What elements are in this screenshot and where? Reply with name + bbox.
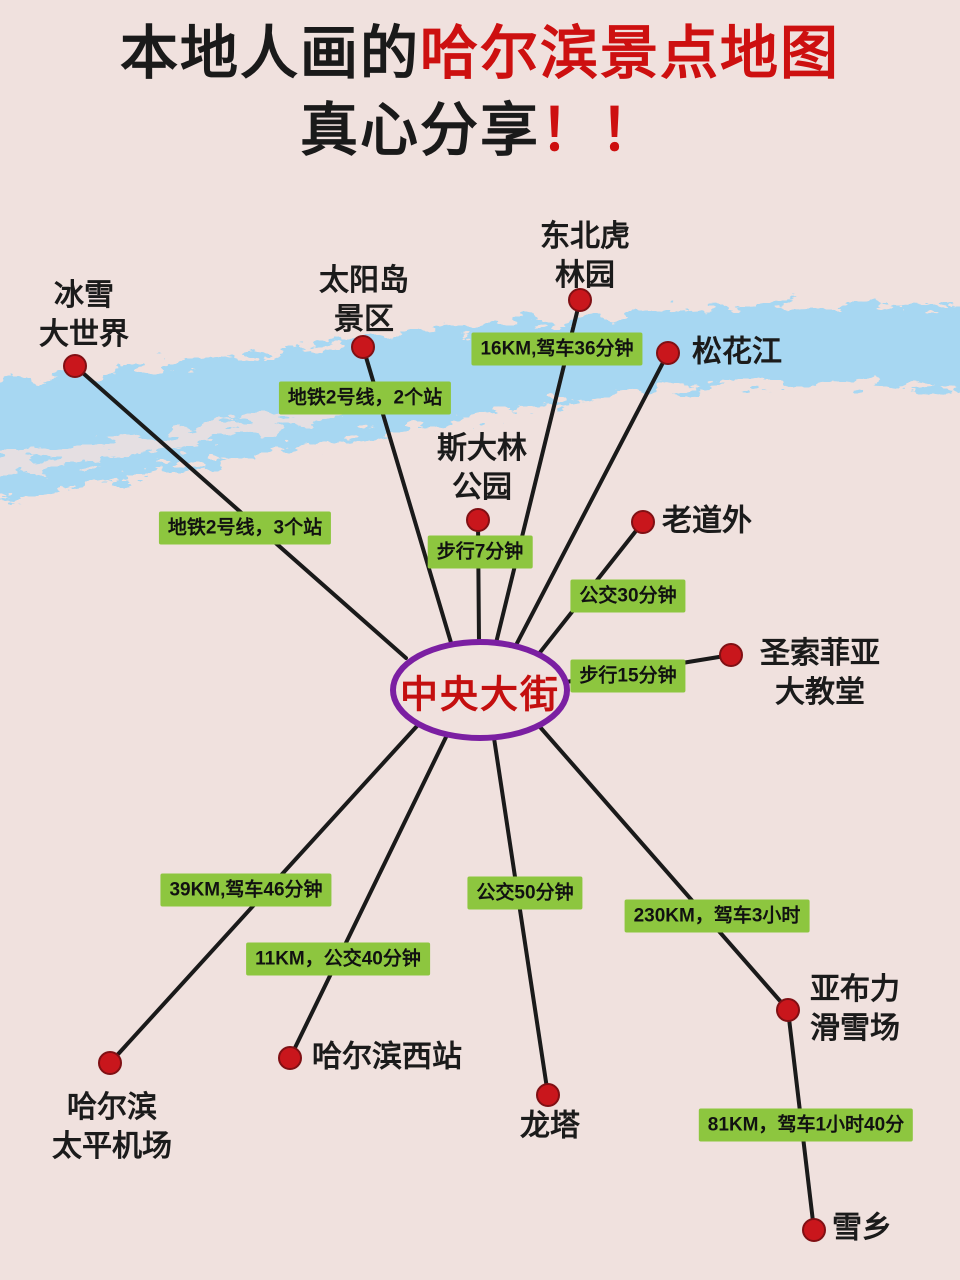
node-label-tiger-park: 东北虎 林园 [540, 220, 630, 292]
route-badge-drive-16km: 16KM,驾车36分钟 [471, 332, 643, 366]
node-label-laodaowai: 老道外 [662, 504, 752, 538]
node-label-harbin-west-station: 哈尔滨西站 [312, 1040, 462, 1074]
route-line-dragon-tower [492, 736, 550, 1097]
node-label-yabuli-ski-resort: 亚布力 滑雪场 [810, 973, 900, 1045]
node-label-ice-snow-world: 冰雪 大世界 [39, 279, 129, 351]
node-label-stalin-park: 斯大林 公园 [437, 432, 527, 504]
node-label-dragon-tower: 龙塔 [520, 1109, 580, 1143]
title-line2-red: ！！ [540, 97, 661, 163]
node-label-taiping-airport: 哈尔滨 太平机场 [52, 1091, 172, 1163]
node-dot-songhua-river [656, 341, 680, 365]
river-band [0, 305, 960, 501]
river-shape [0, 305, 960, 501]
route-line-songhua-river [512, 351, 670, 651]
node-dot-stalin-park [466, 508, 490, 532]
route-badge-bus-30min: 公交30分钟 [570, 579, 686, 613]
route-badge-metro2-2stops: 地铁2号线，2个站 [278, 381, 452, 415]
route-badge-drive-81km: 81KM，驾车1小时40分 [698, 1108, 914, 1142]
node-label-snow-town: 雪乡 [832, 1211, 892, 1245]
node-label-sun-island: 太阳岛 景区 [319, 264, 409, 336]
central-street-ellipse [390, 639, 570, 741]
node-dot-ice-snow-world [63, 354, 87, 378]
route-badge-bus-11km: 11KM，公交40分钟 [246, 942, 430, 976]
node-dot-snow-town [802, 1218, 826, 1242]
node-label-songhua-river: 松花江 [692, 335, 782, 369]
node-dot-yabuli-ski-resort [776, 998, 800, 1022]
node-dot-sophia-cathedral [719, 643, 743, 667]
route-badge-walk-15min: 步行15分钟 [570, 659, 686, 693]
route-badge-drive-39km: 39KM,驾车46分钟 [160, 873, 332, 907]
title-line2-black: 真心分享 [299, 97, 540, 163]
central-street-label: 中央大街 [399, 674, 561, 717]
title-line2: 真心分享！！ [0, 93, 960, 170]
node-dot-laodaowai [631, 510, 655, 534]
node-dot-dragon-tower [536, 1083, 560, 1107]
route-line-harbin-west-station [288, 733, 449, 1060]
title-line1: 本地人画的哈尔滨景点地图 [0, 16, 960, 93]
node-dot-taiping-airport [98, 1051, 122, 1075]
node-dot-tiger-park [568, 288, 592, 312]
page-title: 本地人画的哈尔滨景点地图 真心分享！！ [0, 16, 960, 169]
route-badge-walk-7min: 步行7分钟 [427, 535, 533, 569]
river-inner-streak [0, 400, 342, 475]
node-dot-harbin-west-station [278, 1046, 302, 1070]
title-line1-red: 哈尔滨景点地图 [420, 21, 841, 86]
route-line-yabuli-ski-resort [538, 725, 790, 1012]
node-dot-sun-island [351, 335, 375, 359]
node-dots [63, 288, 826, 1242]
route-badge-drive-230km: 230KM，驾车3小时 [624, 899, 810, 933]
title-line1-black: 本地人画的 [119, 21, 420, 86]
route-badge-metro2-3stops: 地铁2号线，3个站 [158, 511, 332, 545]
node-label-sophia-cathedral: 圣索菲亚 大教堂 [760, 637, 880, 709]
route-badge-bus-50min: 公交50分钟 [467, 876, 583, 910]
